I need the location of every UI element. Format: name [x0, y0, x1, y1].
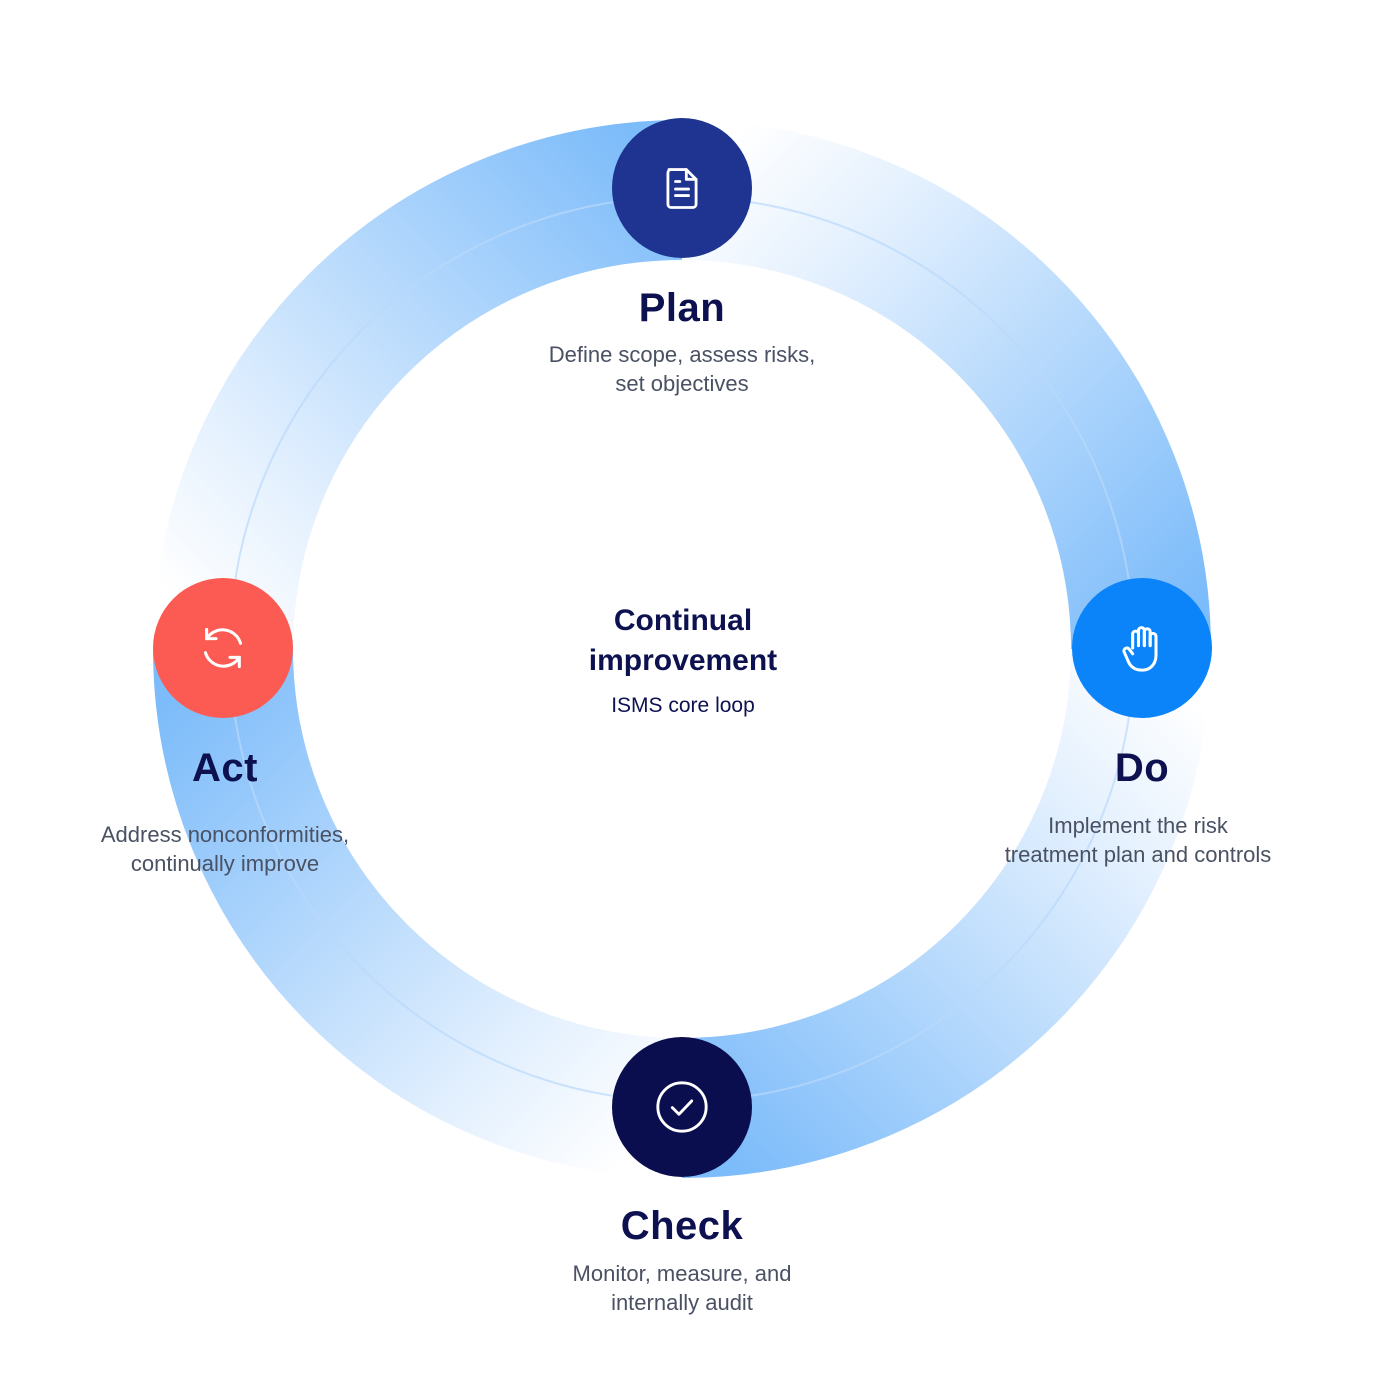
do-node [1072, 578, 1212, 718]
ring-segments [153, 120, 1211, 1178]
act-title: Act [192, 746, 258, 790]
ring-segment-act-to-plan [153, 120, 683, 650]
center-subtitle: ISMS core loop [611, 694, 755, 717]
plan-description: Define scope, assess risks, set objectiv… [548, 342, 816, 396]
act-node [153, 578, 293, 718]
hand-icon [1122, 626, 1158, 672]
do-title: Do [1114, 746, 1170, 790]
check-description: Monitor, measure, and internally audit [572, 1261, 792, 1315]
check-title: Check [620, 1204, 744, 1248]
check-circle-icon [656, 1081, 708, 1133]
plan-node [612, 118, 752, 258]
do-description: Implement the risk treatment plan and co… [1004, 813, 1272, 867]
ring-segment-do-to-check [681, 648, 1211, 1178]
check-node [612, 1037, 752, 1177]
ring-segment-plan-to-do [681, 120, 1211, 650]
center-title: Continual improvement [588, 604, 778, 677]
refresh-icon [203, 627, 243, 669]
plan-title: Plan [638, 286, 726, 330]
document-icon [666, 168, 698, 209]
act-description: Address nonconformities, continually imp… [100, 822, 350, 876]
ring-segment-check-to-act [153, 648, 683, 1178]
